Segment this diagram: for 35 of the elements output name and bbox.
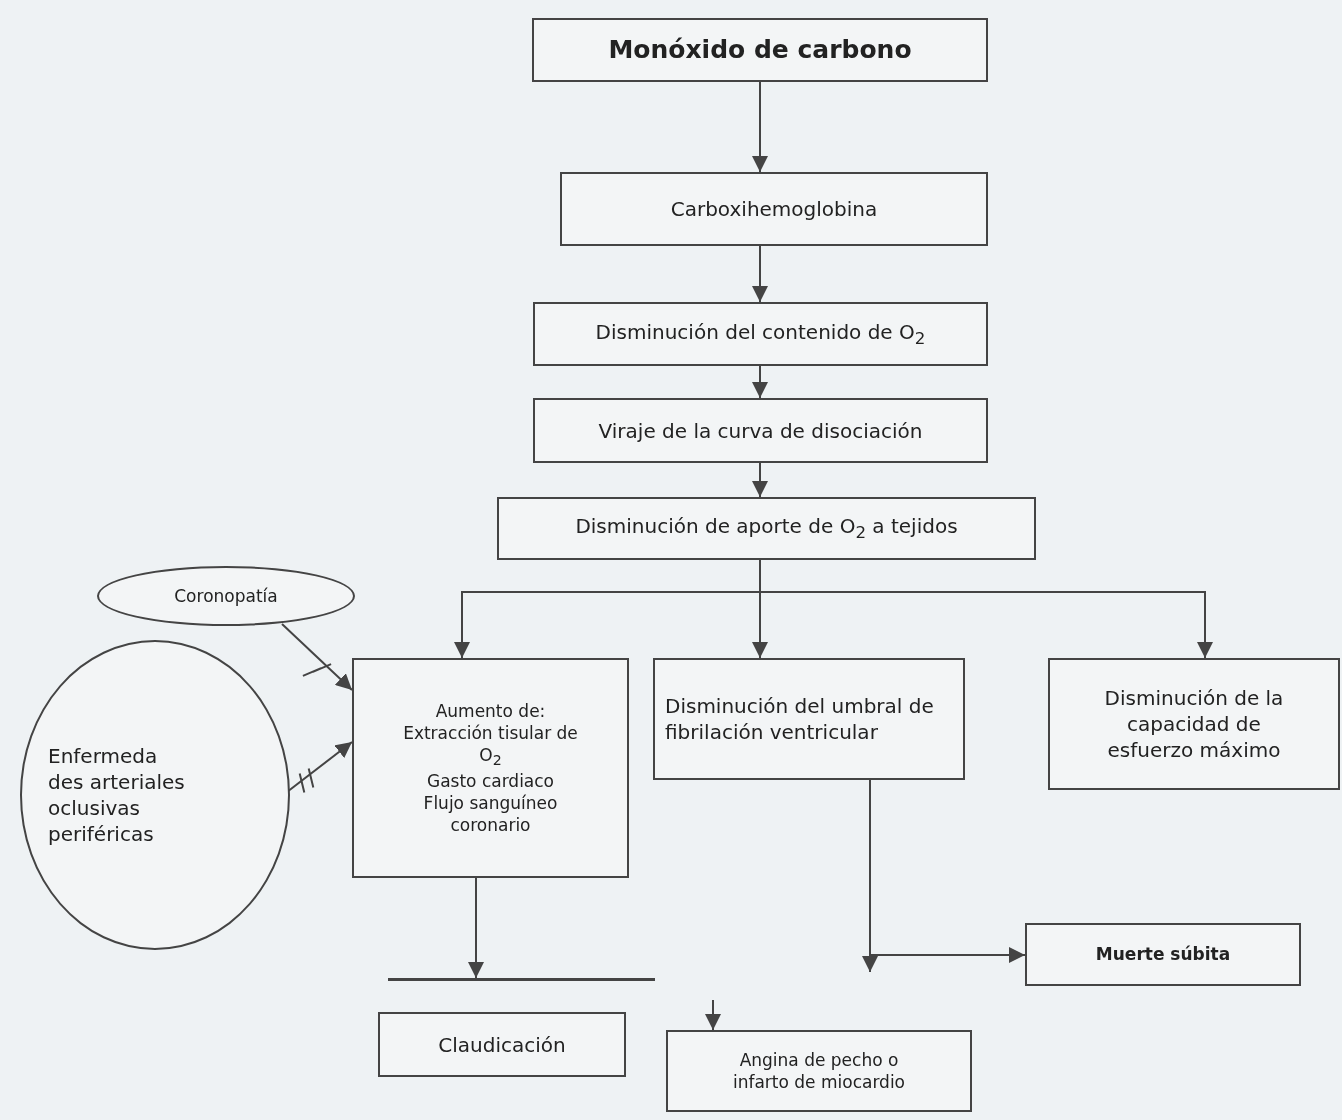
node-text: Extracción tisular de O$_{2}$ — [402, 721, 579, 770]
node-text: Disminución de la capacidad de esfuerzo máximo — [1103, 685, 1285, 763]
node-text: Aumento de: — [435, 699, 546, 722]
process-box — [532, 18, 988, 82]
arrow — [752, 462, 768, 498]
arrow — [752, 81, 768, 173]
node-text: Disminución de aporte de O$_{2}$ a tejidos — [575, 513, 958, 544]
process-box — [352, 658, 629, 878]
node-text: Angina de pecho o infarto de miocardio — [731, 1048, 907, 1094]
process-box — [560, 172, 988, 246]
process-box — [666, 1030, 972, 1112]
process-box — [497, 497, 1036, 560]
node-text: Gasto cardiaco — [426, 769, 555, 792]
arrow — [752, 365, 768, 399]
node-text: Flujo sanguíneo coronario — [422, 791, 559, 837]
node-text: Muerte súbita — [1095, 943, 1231, 966]
arrow — [705, 999, 721, 1031]
separator-bar — [388, 978, 655, 981]
node-text: Claudicación — [438, 1031, 566, 1058]
process-box — [1025, 923, 1301, 986]
process-box — [533, 302, 988, 366]
node-text: Disminución del umbral de fibrilación ventricular — [665, 693, 935, 745]
node-text: Disminución del contenido de O$_{2}$ — [595, 318, 926, 350]
node-text: Coronopatía — [174, 584, 278, 608]
node-text: Carboxihemoglobina — [670, 196, 878, 222]
process-box — [1048, 658, 1340, 790]
arrow — [468, 877, 484, 979]
arrow — [281, 623, 353, 691]
arrow — [752, 245, 768, 303]
process-box — [378, 1012, 626, 1077]
node-text: Monóxido de carbono — [608, 33, 912, 66]
node-text: Enfermeda des arteriales oclusivas periféricas — [48, 743, 186, 847]
process-box — [653, 658, 965, 780]
process-box — [533, 398, 988, 463]
node-text: Viraje de la curva de disociación — [598, 417, 923, 444]
